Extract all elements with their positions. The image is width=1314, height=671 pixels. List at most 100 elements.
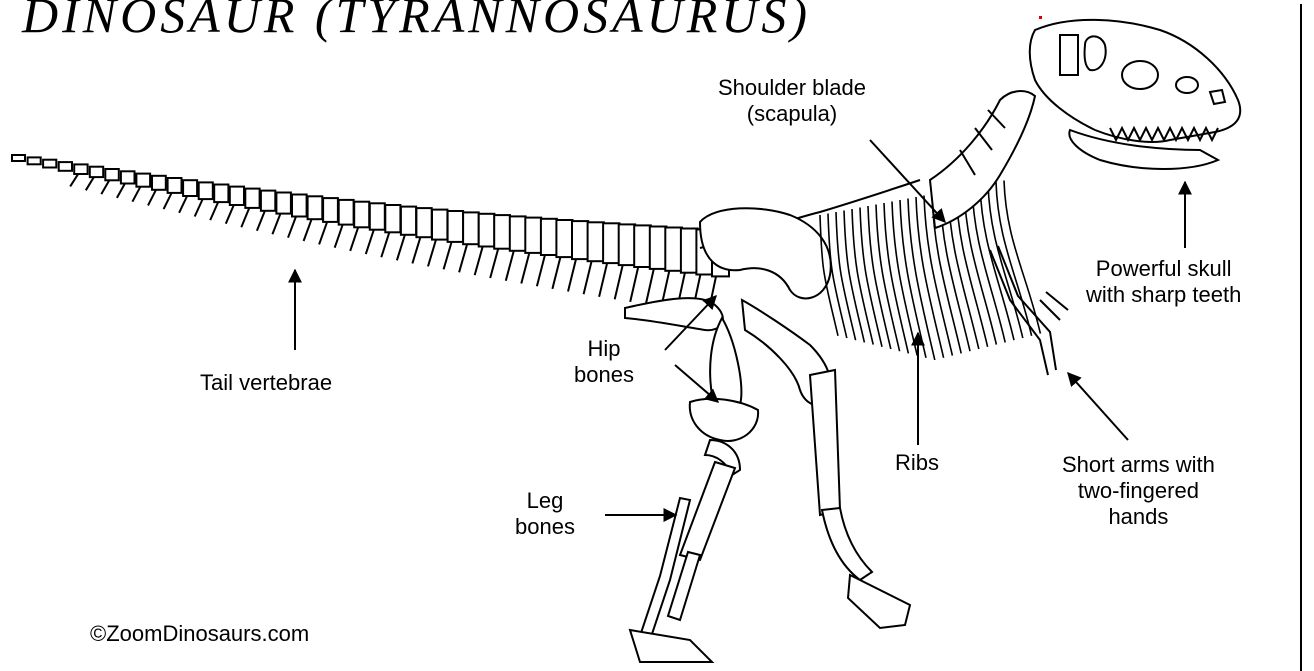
- tail-vertebra: [494, 215, 510, 249]
- copyright-credit: ©ZoomDinosaurs.com: [90, 621, 309, 647]
- tail-chevron: [506, 251, 514, 281]
- rib: [972, 187, 1005, 343]
- tail-vertebra: [572, 221, 588, 259]
- tail-vertebra: [681, 229, 698, 273]
- label-powerful-skull: Powerful skullwith sharp teeth: [1086, 256, 1241, 308]
- rib: [996, 182, 1032, 336]
- tail-chevron: [646, 269, 654, 305]
- tail-vertebra: [588, 222, 604, 261]
- tail-vertebra: [650, 227, 667, 269]
- tail-vertebra: [416, 208, 431, 237]
- tail-chevron: [552, 257, 560, 289]
- tail-vertebra: [152, 176, 166, 190]
- tail-vertebra: [28, 157, 41, 164]
- rib: [852, 209, 873, 345]
- arms-arrow: [1068, 373, 1128, 440]
- label-hip-bones: Hipbones: [574, 336, 634, 388]
- label-ribs: Ribs: [895, 450, 939, 476]
- diagram-title: DINOSAUR (TYRANNOSAURUS): [22, 0, 811, 44]
- tail-vertebra: [339, 200, 354, 225]
- skull: [1030, 20, 1240, 169]
- tail-chevron: [86, 177, 94, 190]
- tail-vertebra: [510, 216, 526, 250]
- tail-vertebra: [230, 187, 244, 205]
- tail-vertebra: [136, 174, 150, 187]
- tail-chevron: [584, 261, 592, 294]
- tail-chevron: [164, 193, 172, 209]
- tail-vertebra: [619, 224, 636, 265]
- tail-vertebra: [276, 193, 291, 214]
- tail-chevron: [257, 211, 265, 231]
- tail-chevron: [428, 240, 436, 267]
- rib: [980, 185, 1014, 340]
- tail-chevron: [241, 208, 249, 227]
- tail-chevron: [272, 214, 280, 235]
- tail-vertebra: [292, 195, 307, 217]
- rib: [860, 208, 882, 347]
- tail-vertebra: [385, 205, 400, 232]
- tail-chevron: [210, 202, 218, 220]
- tail-chevron: [599, 263, 607, 297]
- tail-vertebrae-bones: [12, 155, 729, 276]
- tail-chevron: [412, 237, 420, 263]
- tail-chevron: [568, 259, 576, 291]
- tail-vertebra: [463, 212, 479, 244]
- tail-chevron: [397, 235, 405, 260]
- tail-vertebra: [354, 202, 369, 228]
- tail-vertebra: [525, 218, 541, 253]
- tail-chevron: [459, 244, 467, 272]
- tail-vertebra: [261, 191, 275, 211]
- tail-vertebra: [214, 185, 228, 203]
- tail-vertebra: [479, 214, 495, 247]
- rib: [876, 205, 900, 352]
- tail-chevron: [148, 190, 156, 206]
- label-tail-vertebrae: Tail vertebrae: [200, 370, 332, 396]
- neck-vertebrae: [930, 91, 1035, 228]
- tail-vertebra: [665, 228, 682, 271]
- tail-chevron: [117, 184, 125, 198]
- tail-vertebra: [603, 223, 619, 263]
- tail-chevron: [615, 265, 623, 299]
- tail-chevron: [132, 187, 140, 202]
- tail-vertebra: [90, 167, 103, 177]
- tail-chevron: [226, 205, 234, 224]
- tail-vertebra: [370, 203, 385, 229]
- tail-vertebra: [323, 198, 338, 222]
- tail-chevron: [521, 253, 529, 284]
- tail-vertebra: [432, 210, 447, 240]
- rib: [964, 188, 996, 345]
- tail-chevron: [381, 232, 389, 257]
- tail-chevron: [350, 227, 358, 251]
- tail-vertebra: [121, 171, 135, 183]
- tail-chevron: [630, 267, 638, 302]
- tail-chevron: [490, 249, 498, 278]
- tail-vertebra: [183, 180, 197, 196]
- tail-vertebra: [74, 164, 87, 174]
- tail-vertebra: [541, 219, 557, 255]
- tail-vertebra: [245, 189, 259, 208]
- tail-vertebra: [59, 162, 72, 171]
- tail-chevron: [537, 255, 545, 286]
- tail-chevron: [475, 247, 483, 276]
- tail-chevron: [444, 242, 452, 269]
- tail-vertebra: [168, 178, 182, 193]
- tail-chevron: [195, 199, 203, 217]
- tail-chevron: [366, 230, 374, 254]
- rib: [868, 206, 891, 349]
- tail-vertebra: [199, 182, 213, 199]
- rib: [884, 203, 908, 353]
- leg-bones: [630, 300, 910, 662]
- tail-vertebra: [634, 225, 651, 267]
- tail-chevron: [304, 219, 312, 241]
- tail-chevron: [288, 217, 296, 238]
- tail-chevron: [335, 225, 343, 248]
- tail-chevron: [101, 180, 109, 194]
- tail-vertebra: [105, 169, 119, 180]
- tail-vertebra: [12, 155, 25, 161]
- label-shoulder-blade: Shoulder blade(scapula): [718, 75, 866, 127]
- label-pointer-arrows: [295, 140, 1185, 515]
- tail-vertebra: [43, 160, 56, 168]
